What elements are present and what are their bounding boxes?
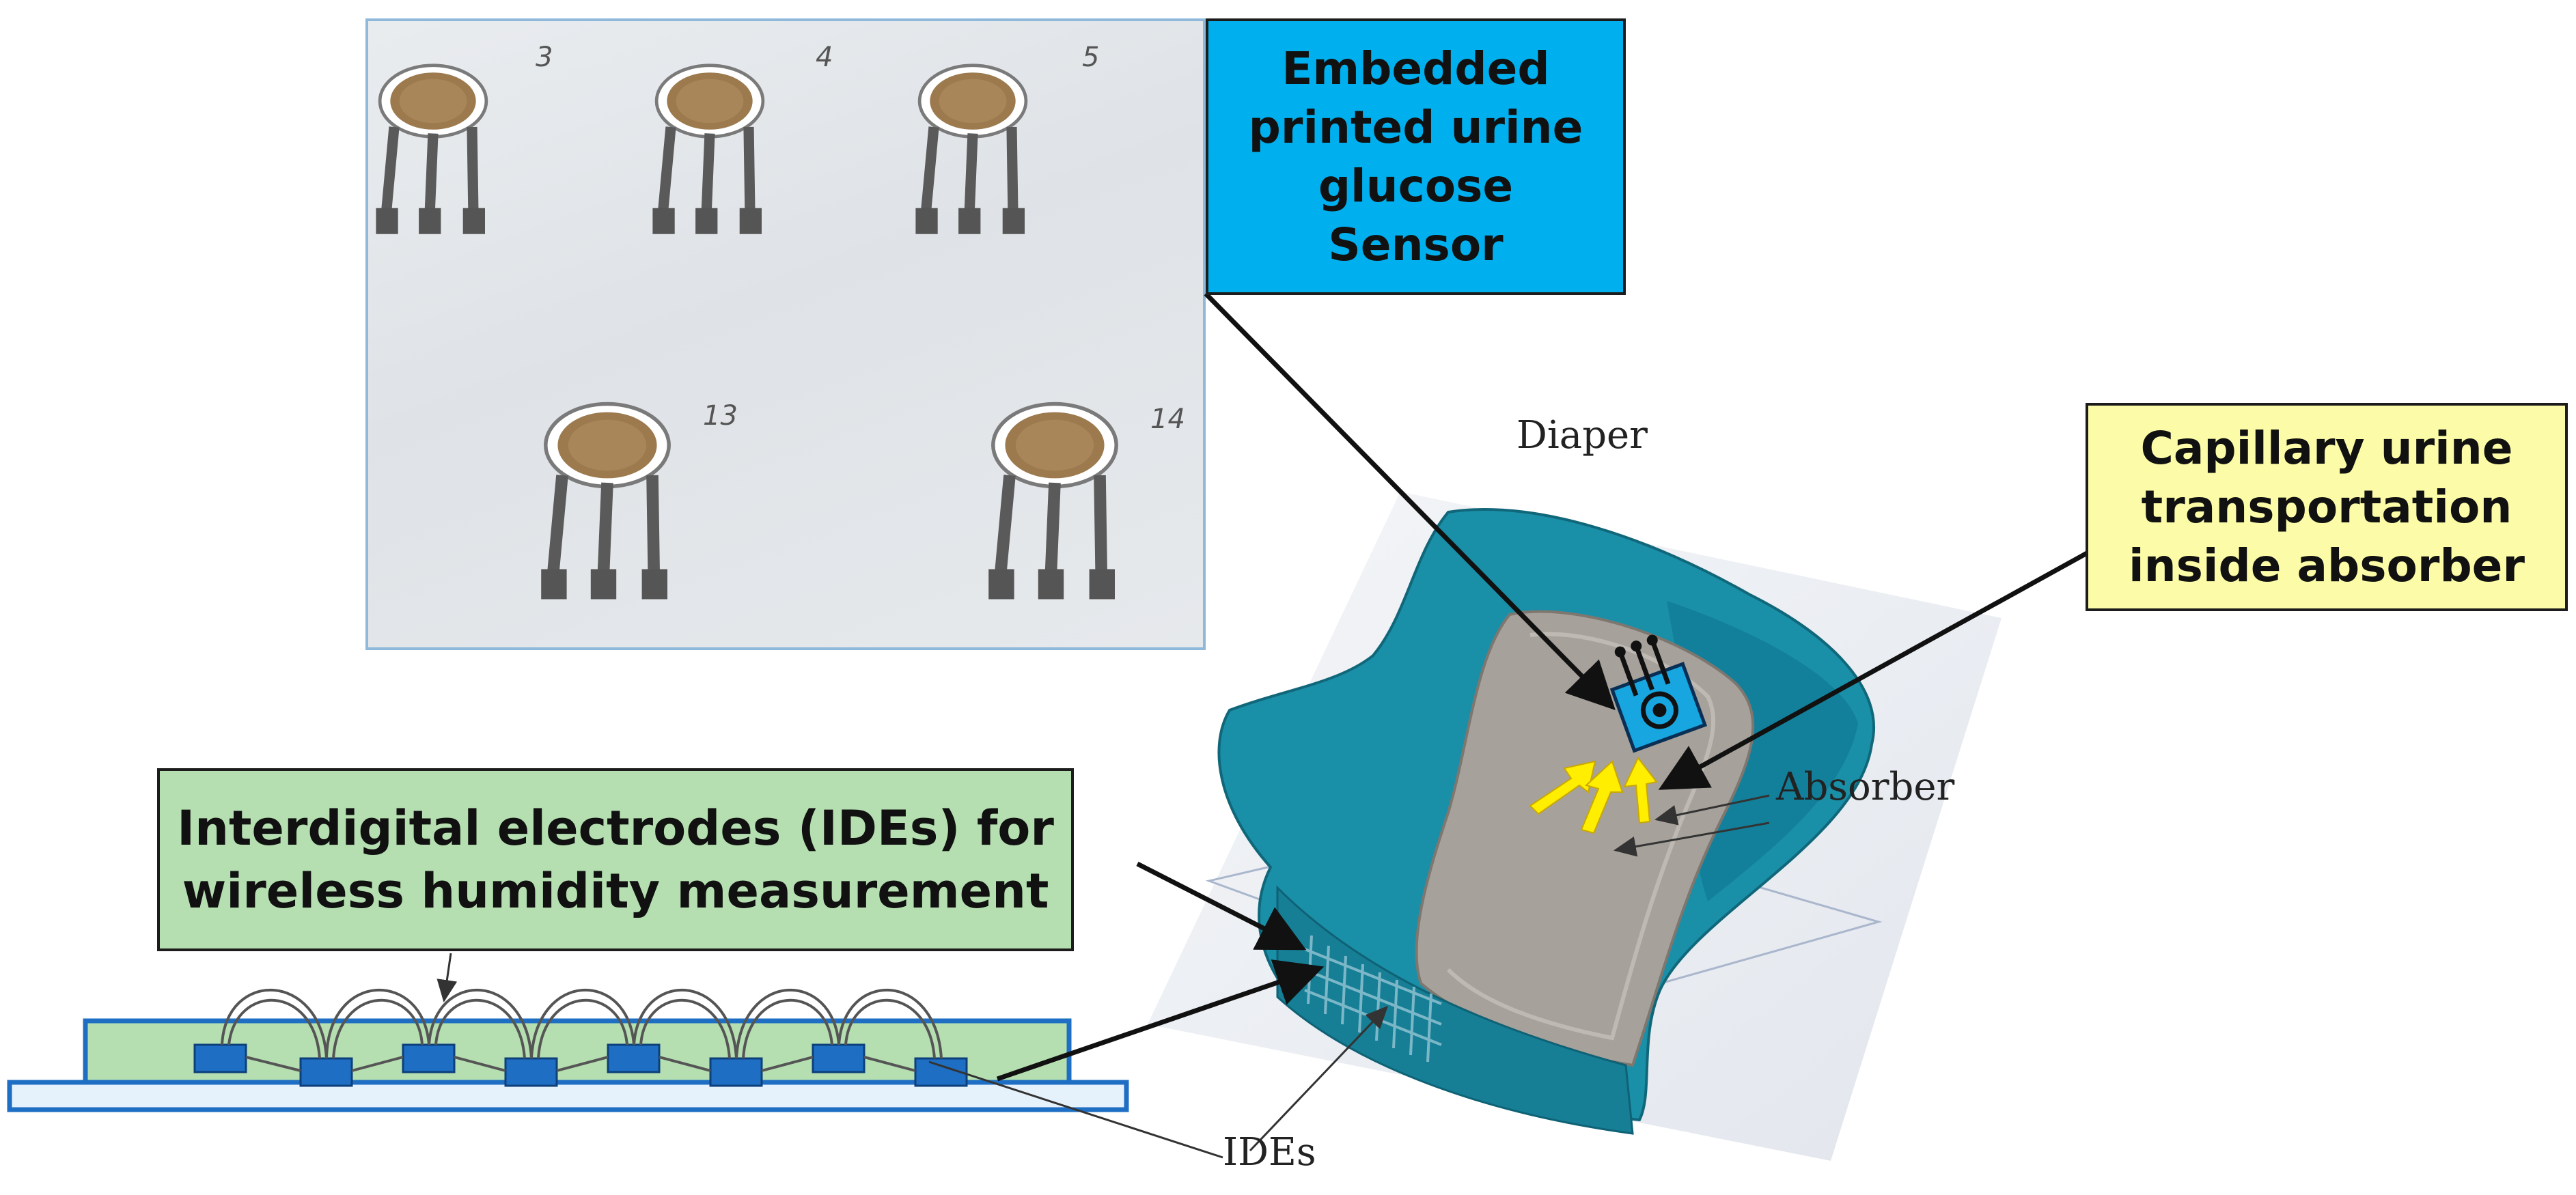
capillary-callout: Capillary urine transportation inside ab… xyxy=(2086,403,2568,611)
leader-ides-1 xyxy=(1249,1005,1389,1152)
sensor-callout: Embedded printed urine glucose Sensor xyxy=(1206,18,1626,295)
ides-label: IDEs xyxy=(1223,1130,1316,1175)
sensor-number-14: 14 xyxy=(1150,404,1185,435)
field-lines xyxy=(221,989,943,1072)
arrow-ides-callout-to-diaper xyxy=(1136,861,1307,951)
arrow-cross-section-to-diaper xyxy=(996,959,1325,1082)
leader-cross-section-callout xyxy=(437,953,458,1002)
arrow-capillary-to-diaper xyxy=(1658,550,2088,790)
leader-lines xyxy=(437,794,1770,1159)
absorber-label: Absorber xyxy=(1776,765,1955,809)
leader-absorber-1 xyxy=(1654,794,1770,826)
ide-cross-section xyxy=(7,989,1129,1112)
sensor-number-3: 3 xyxy=(536,42,553,73)
sensor-number-13: 13 xyxy=(703,400,738,432)
leader-absorber-2 xyxy=(1614,821,1770,857)
diaper-illustration xyxy=(1217,508,1876,1135)
sensor-number-4: 4 xyxy=(816,42,833,73)
arrow-sensor-to-diaper xyxy=(1204,292,1616,710)
sensor-photo: 3 4 5 13 14 xyxy=(365,18,1206,650)
leader-ides-2 xyxy=(928,1060,1223,1159)
sensor-number-5: 5 xyxy=(1082,42,1100,73)
connector-arrows xyxy=(996,292,2088,1082)
capillary-flow-arrows xyxy=(1529,757,1658,834)
ides-callout: Interdigital electrodes (IDEs) for wirel… xyxy=(157,768,1074,951)
embedded-sensor-icon xyxy=(1609,634,1708,753)
diaper-label: Diaper xyxy=(1516,413,1648,458)
